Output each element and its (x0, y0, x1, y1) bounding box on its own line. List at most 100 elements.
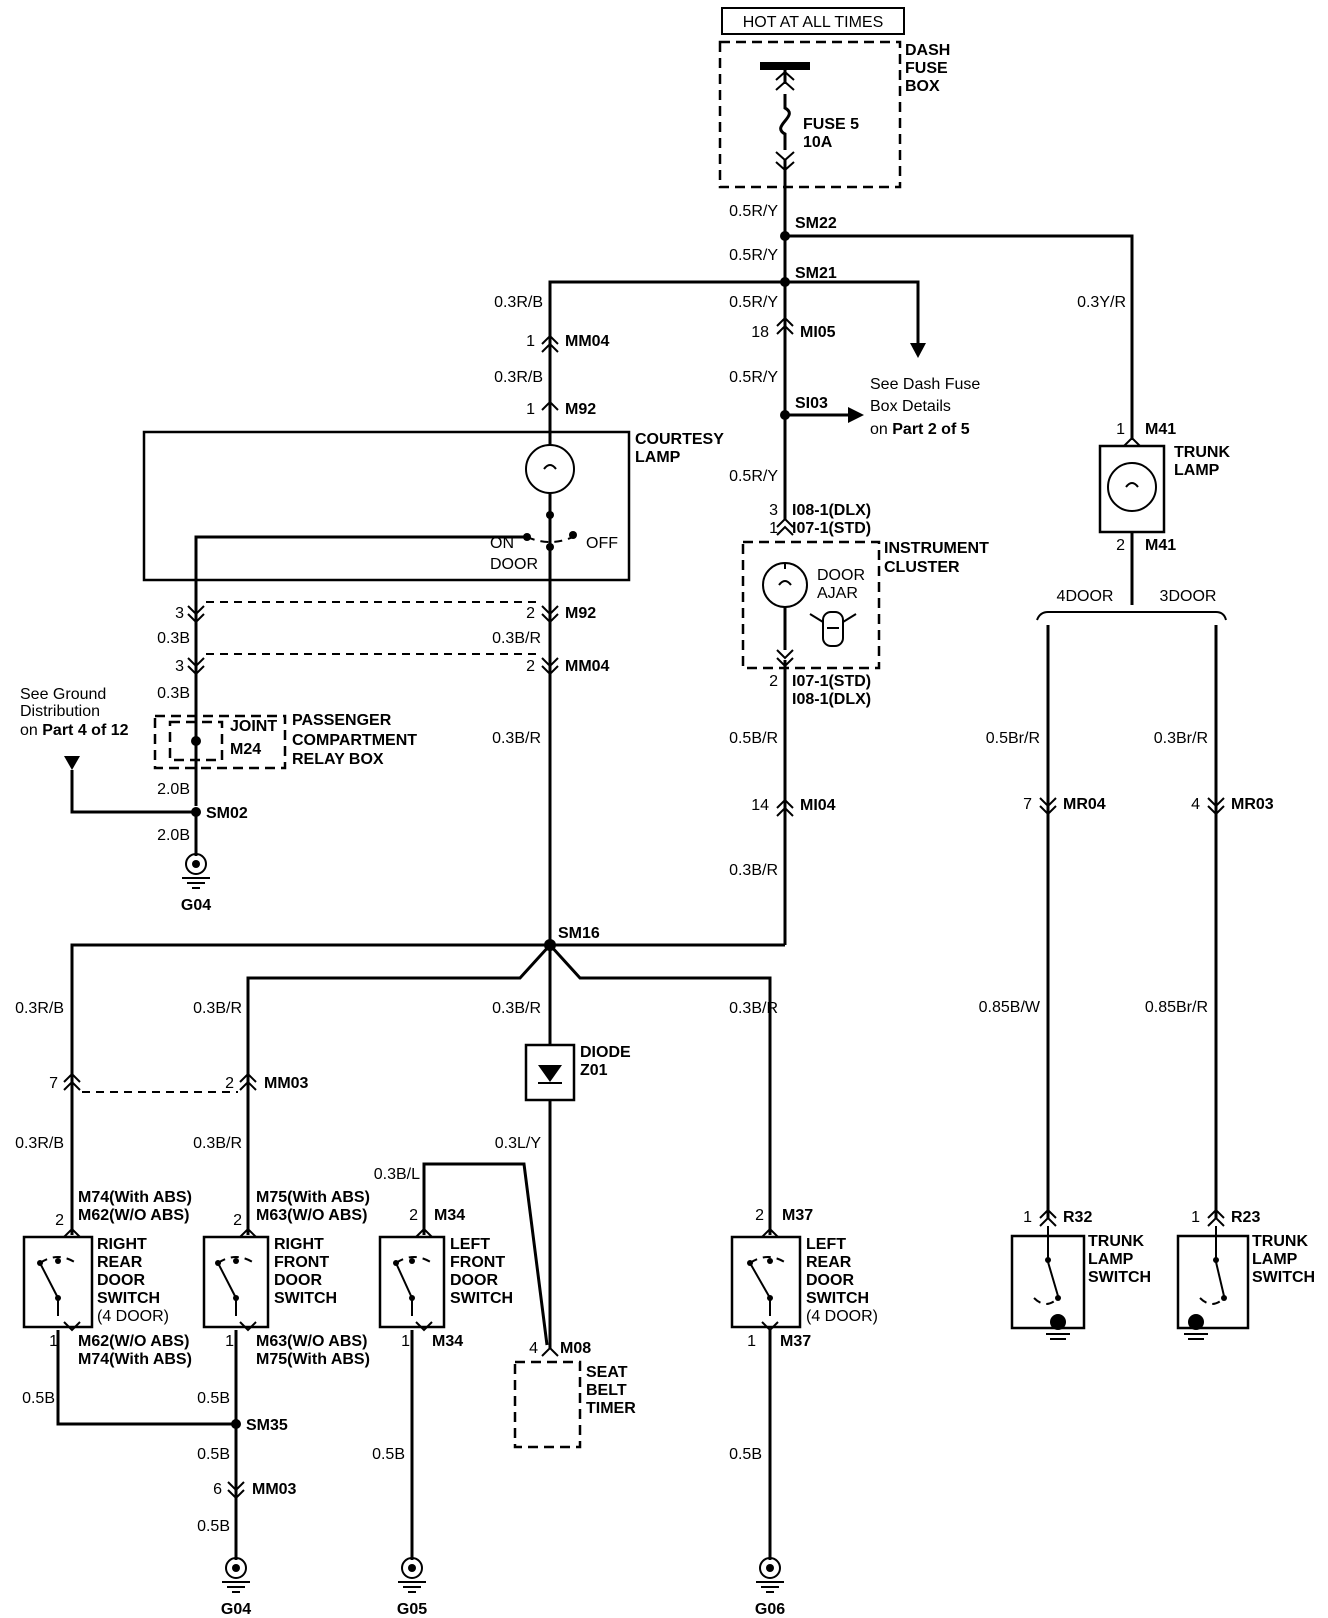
wire-label: 0.3B/R (492, 630, 541, 647)
wire-label: 0.5B (729, 1446, 762, 1463)
trunk-switch-a-title: TRUNK LAMP SWITCH (1088, 1233, 1151, 1286)
connector-mi04 (776, 798, 794, 817)
connector-mm04-bottom (541, 657, 559, 676)
right-rear-door-switch: RIGHT REAR DOOR SWITCH (4 DOOR) (22, 1235, 169, 1329)
pin-label: 1 (747, 1333, 756, 1350)
dash-fuse-box: DASH FUSE BOX FUSE 5 10A (718, 40, 950, 189)
pin-label: 3 (175, 658, 184, 675)
ground-g06: G06 (755, 1557, 785, 1618)
wire-label: 0.3B (157, 685, 190, 702)
right-front-door-switch: RIGHT FRONT DOOR SWITCH (202, 1235, 337, 1329)
switch-ground-icon (1188, 1314, 1204, 1330)
ground-icon (225, 1557, 247, 1579)
passenger-compartment-relay-box: JOINT M24 PASSENGER COMPARTMENT RELAY BO… (153, 712, 421, 770)
connector-label: M41 (1145, 537, 1176, 554)
connector-label: MR03 (1231, 796, 1274, 813)
connector-label: M62(W/O ABS) (78, 1207, 189, 1224)
connector-label: I08-1(DLX) (792, 502, 871, 519)
pin-label: 18 (751, 324, 769, 341)
fuse-name: FUSE 5 (803, 116, 859, 133)
connector-mm04-top (541, 334, 559, 353)
ground-g05: G05 (397, 1557, 427, 1618)
pin-label: 2 (233, 1212, 242, 1229)
connector-label: M92 (565, 401, 596, 418)
splice-label: SI03 (795, 395, 828, 412)
wire-label: 0.3B/R (193, 1000, 242, 1017)
pin-label: 2 (409, 1207, 418, 1224)
relay-box-title: PASSENGER COMPARTMENT RELAY BOX (292, 712, 421, 768)
ground-g04-top: G04 (181, 853, 211, 914)
connector-label: M63(W/O ABS) (256, 1207, 367, 1224)
pin-label: 2 (1116, 537, 1125, 554)
wire-label: 0.3B/R (492, 1000, 541, 1017)
dash-fuse-ref-part: on Part 2 of 5 (870, 421, 970, 438)
wire-label: 0.3B/R (729, 1000, 778, 1017)
courtesy-lamp-bulb-icon (525, 444, 575, 494)
connector-r32 (1039, 1208, 1057, 1227)
wire-label: 0.3L/Y (495, 1135, 542, 1152)
wire-label: 2.0B (157, 781, 190, 798)
diode-title: DIODE Z01 (580, 1044, 635, 1079)
connector-label: M75(With ABS) (256, 1189, 370, 1206)
connector-label: M74(With ABS) (78, 1189, 192, 1206)
pin-label: 1 (49, 1333, 58, 1350)
pin-label: 1 (1116, 421, 1125, 438)
ground-icon (185, 853, 207, 875)
diode-z01: DIODE Z01 (524, 1043, 635, 1102)
wire-label: 0.3Y/R (1077, 294, 1126, 311)
pin-label: 1 (225, 1333, 234, 1350)
hot-at-all-times-label: HOT AT ALL TIMES (721, 7, 905, 35)
wire-label: 0.3R/B (15, 1135, 64, 1152)
seat-belt-timer: SEAT BELT TIMER (513, 1360, 636, 1449)
connector-label: M37 (780, 1333, 811, 1350)
fuse-rating: 10A (803, 134, 833, 151)
wire-label: 0.85B/W (979, 999, 1041, 1016)
pin-label: 1 (769, 520, 778, 537)
lf-feed-wire (422, 1162, 549, 1346)
wire-label: 2.0B (157, 827, 190, 844)
lf-switch-title: LEFT FRONT DOOR SWITCH (450, 1236, 513, 1307)
connector-label: M75(With ABS) (256, 1351, 370, 1368)
connector-m08 (541, 1346, 559, 1357)
diode-icon (538, 1065, 562, 1082)
wire-label: 0.3B/R (729, 862, 778, 879)
wire-label: 0.5R/Y (729, 369, 778, 386)
fuse-5-symbol (779, 94, 791, 150)
pin-label: 2 (225, 1075, 234, 1092)
connector-label: I08-1(DLX) (792, 691, 871, 708)
connector-m92-bottom (541, 605, 559, 624)
pin-label: 2 (526, 658, 535, 675)
pin-label: 14 (751, 797, 769, 814)
rr-ground-wire (56, 1330, 236, 1426)
instrument-cluster-title: INSTRUMENT CLUSTER (884, 540, 993, 576)
arrow-icon (64, 756, 80, 770)
pin-label: 6 (213, 1481, 222, 1498)
trunk-feed-wire (785, 234, 1134, 440)
trunk-lamp-switch-b: TRUNK LAMP SWITCH (1176, 1226, 1315, 1340)
courtesy-lamp-title: COURTESY LAMP (635, 431, 728, 466)
splice-label: SM21 (795, 265, 837, 282)
trunk-lamp-bulb-icon (1107, 462, 1157, 512)
connector-label: MM03 (264, 1075, 309, 1092)
wire-label: 0.3R/B (494, 369, 543, 386)
ground-label: G04 (221, 1601, 251, 1618)
pin-label: 1 (401, 1333, 410, 1350)
connector-mi05 (776, 316, 794, 335)
ground-g04-bottom: G04 (221, 1557, 251, 1618)
connector-m92-top (541, 400, 559, 411)
connector-label: R32 (1063, 1209, 1092, 1226)
connector-label: MM03 (252, 1481, 297, 1498)
connector-label: M08 (560, 1340, 591, 1357)
connector-label: R23 (1231, 1209, 1260, 1226)
connector-label: I07-1(STD) (792, 520, 871, 537)
pin-label: 2 (769, 673, 778, 690)
connector-label: MM04 (565, 658, 610, 675)
connector-label: I07-1(STD) (792, 673, 871, 690)
wire-label: 0.5R/Y (729, 468, 778, 485)
ground-label: G05 (397, 1601, 427, 1618)
connector-label: M37 (782, 1207, 813, 1224)
connector-label: MM04 (565, 333, 610, 350)
splice-label: SM02 (206, 805, 248, 822)
pin-label: 1 (1023, 1209, 1032, 1226)
